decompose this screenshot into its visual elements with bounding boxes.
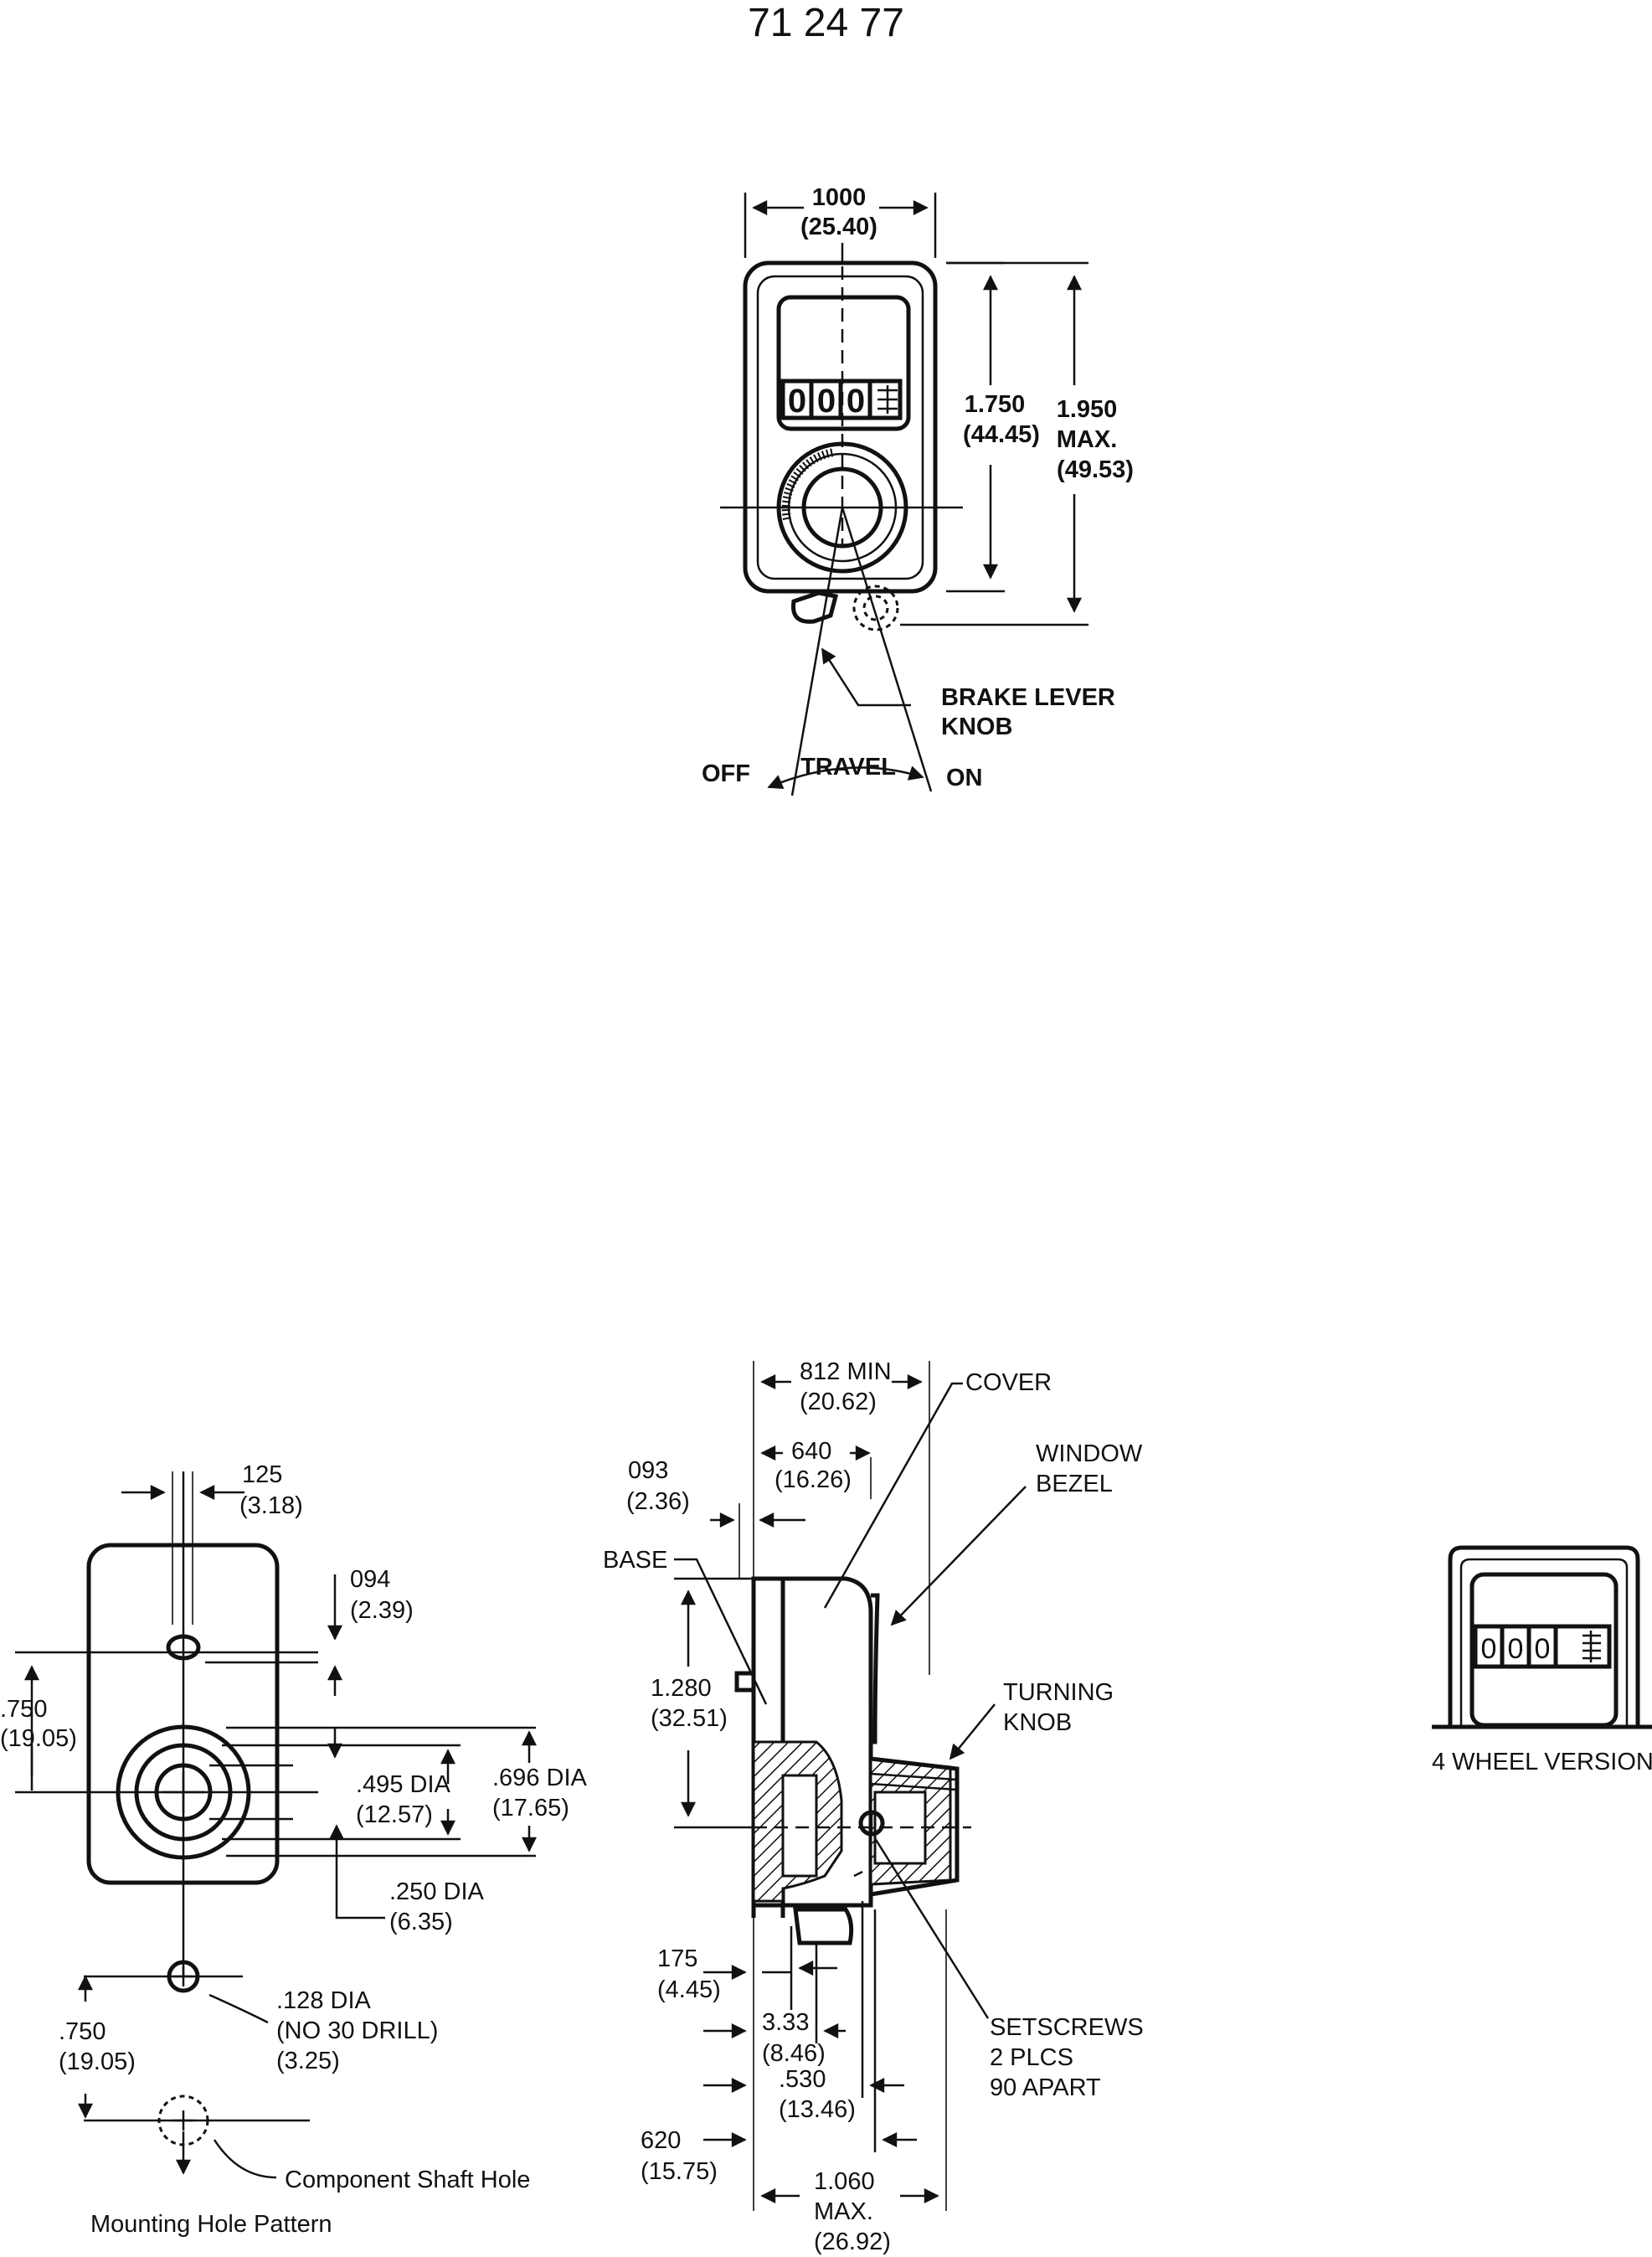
- turning-knob-label: TURNING: [1003, 1679, 1114, 1706]
- mounting-view: 125 (3.18) 094 (2.39) .750 (19.05): [0, 1461, 587, 2238]
- four-wheel-digit-3: 0: [1535, 1633, 1551, 1665]
- page-title: 71 24 77: [748, 1, 904, 45]
- dim-1060-max: 1.060: [814, 2168, 875, 2195]
- dim-125: 125: [242, 1461, 282, 1488]
- four-wheel-digit-2: 0: [1508, 1633, 1524, 1665]
- dim-125-mm: (3.18): [239, 1492, 303, 1519]
- dim-640-mm: (16.26): [775, 1466, 852, 1493]
- dim-1060-max-label: MAX.: [814, 2198, 873, 2225]
- travel-label: TRAVEL: [800, 754, 896, 781]
- turning-knob-label-2: KNOB: [1003, 1709, 1072, 1736]
- off-label: OFF: [702, 760, 750, 787]
- front-width-dim-mm: (25.40): [800, 214, 877, 240]
- dim-175: 175: [657, 1945, 697, 1972]
- window-bezel-label-2: BEZEL: [1036, 1471, 1113, 1497]
- dim-495-dia: .495 DIA: [356, 1771, 450, 1798]
- base-label: BASE: [603, 1547, 667, 1574]
- dim-250-dia-mm: (6.35): [389, 1909, 453, 1935]
- max-height-dim: 1.950: [1057, 396, 1118, 423]
- dim-128-dia: .128 DIA: [276, 1987, 371, 2014]
- dim-1060-max-mm: (26.92): [814, 2229, 891, 2255]
- dim-620-mm: (15.75): [641, 2158, 718, 2185]
- setscrews-label-3: 90 APART: [990, 2074, 1101, 2101]
- counter-window: [776, 295, 911, 431]
- dim-333-mm: (8.46): [762, 2040, 826, 2067]
- mounting-caption: Mounting Hole Pattern: [90, 2211, 332, 2238]
- turning-knob-side: [870, 1756, 960, 1897]
- counter-body: [743, 260, 938, 594]
- shaft-hole-label: Component Shaft Hole: [285, 2167, 530, 2193]
- dim-750-top: .750: [0, 1696, 47, 1723]
- side-view: 812 MIN (20.62) COVER 640 (16.26) WINDOW…: [603, 1358, 1144, 2255]
- brake-lever-label: BRAKE LEVER: [941, 684, 1115, 711]
- setscrews-label: SETSCREWS: [990, 2014, 1144, 2041]
- dim-093-mm: (2.36): [626, 1488, 690, 1515]
- dim-696-dia: .696 DIA: [492, 1765, 587, 1791]
- brake-lever: [791, 590, 839, 624]
- counter-digit-2: 0: [817, 383, 836, 420]
- dim-333: 3.33: [762, 2009, 809, 2036]
- front-width-dim: 1000: [812, 184, 867, 211]
- four-wheel-view: 0 0 0 4 WHEEL VERSION: [1432, 1545, 1652, 1775]
- dim-1280: 1.280: [651, 1675, 712, 1702]
- dim-750-bottom-mm: (19.05): [59, 2048, 136, 2075]
- max-height-dim-max: MAX.: [1057, 426, 1118, 453]
- dim-094-mm: (2.39): [350, 1597, 414, 1624]
- dim-750-top-mm: (19.05): [0, 1725, 77, 1752]
- dim-1280-mm: (32.51): [651, 1705, 728, 1732]
- dim-812-min: 812 MIN: [800, 1358, 892, 1385]
- dim-640: 640: [791, 1438, 831, 1465]
- brake-lever-label-2: KNOB: [941, 714, 1012, 740]
- dim-750-bottom: .750: [59, 2018, 106, 2045]
- dim-094: 094: [350, 1566, 390, 1593]
- counter-digit-1: 0: [788, 383, 806, 420]
- dim-495-dia-mm: (12.57): [356, 1801, 433, 1828]
- front-view: 1000 (25.40) 0 0 0 1.750 (4: [702, 184, 1134, 796]
- four-wheel-housing: [1448, 1545, 1640, 1725]
- max-height-dim-mm: (49.53): [1057, 456, 1134, 483]
- dim-128-drill: (NO 30 DRILL): [276, 2017, 438, 2044]
- dim-530-mm: (13.46): [779, 2096, 856, 2123]
- counter-digit-3: 0: [847, 383, 865, 420]
- dim-530: .530: [779, 2066, 826, 2093]
- height-dim-mm: (44.45): [963, 421, 1040, 448]
- height-dim: 1.750: [965, 391, 1026, 418]
- window-bezel-label: WINDOW: [1036, 1440, 1143, 1467]
- setscrews-label-2: 2 PLCS: [990, 2044, 1073, 2071]
- on-label: ON: [946, 765, 983, 791]
- dim-175-mm: (4.45): [657, 1976, 721, 2003]
- cover-label: COVER: [965, 1369, 1052, 1396]
- four-wheel-digit-1: 0: [1481, 1633, 1497, 1665]
- dim-812-min-mm: (20.62): [800, 1389, 877, 1415]
- dim-093: 093: [628, 1457, 668, 1484]
- dim-128-dia-mm: (3.25): [276, 2048, 340, 2074]
- dim-696-dia-mm: (17.65): [492, 1795, 569, 1822]
- four-wheel-caption: 4 WHEEL VERSION: [1432, 1749, 1652, 1775]
- dim-620: 620: [641, 2127, 681, 2154]
- dim-250-dia: .250 DIA: [389, 1878, 484, 1905]
